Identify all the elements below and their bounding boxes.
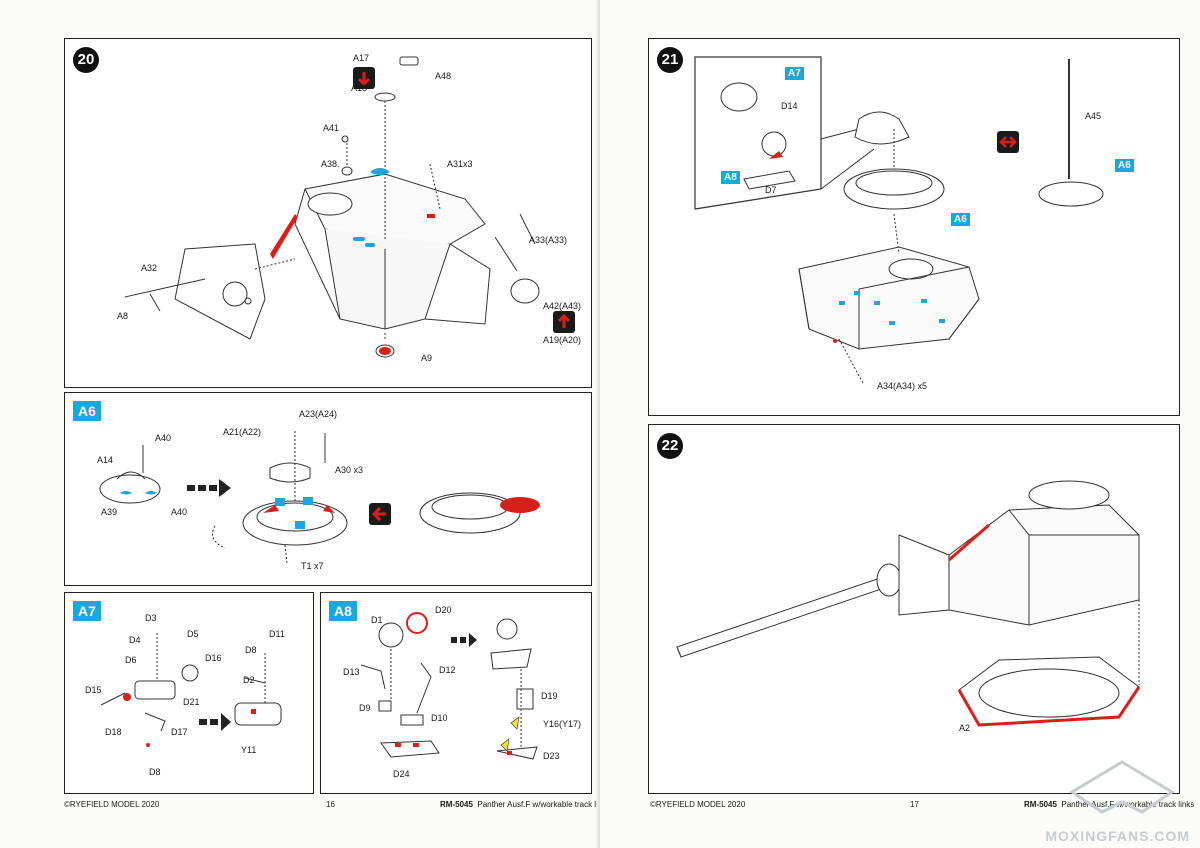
label-a8: A8 bbox=[117, 311, 129, 321]
label-d4: D4 bbox=[129, 635, 141, 645]
label-a41: A41 bbox=[323, 123, 340, 133]
label-a40-top: A40 bbox=[155, 433, 172, 443]
flip-icon bbox=[369, 503, 391, 525]
label-a45: A45 bbox=[1085, 111, 1102, 121]
label-a33: A33(A33) bbox=[529, 235, 568, 245]
label-a39: A39 bbox=[101, 507, 118, 517]
label-d12: D12 bbox=[439, 665, 456, 675]
right-page: 21 bbox=[600, 0, 1200, 848]
step-21-panel: 21 bbox=[648, 38, 1180, 416]
callout-a6-antenna: A6 bbox=[1115, 159, 1134, 172]
label-a48: A48 bbox=[435, 71, 452, 81]
label-d8-bottom: D8 bbox=[149, 767, 161, 777]
footer-copyright: ©RYEFIELD MODEL 2020 bbox=[64, 800, 160, 809]
label-d15: D15 bbox=[85, 685, 102, 695]
step-22-panel: 22 A2 bbox=[648, 424, 1180, 794]
label-d16: D16 bbox=[205, 653, 222, 663]
label-d19: D19 bbox=[541, 691, 558, 701]
label-d14: D14 bbox=[781, 101, 798, 111]
step-number: 22 bbox=[657, 433, 683, 459]
label-y16: Y16(Y17) bbox=[543, 719, 582, 729]
label-a14: A14 bbox=[97, 455, 114, 465]
label-a32: A32 bbox=[141, 263, 158, 273]
watermark-text: MOXINGFANS.COM bbox=[1045, 828, 1190, 844]
label-a34: A34(A34) x5 bbox=[877, 381, 928, 391]
footer-copyright: ©RYEFIELD MODEL 2020 bbox=[650, 800, 746, 809]
periscope-drawing bbox=[100, 633, 282, 747]
turret-assembly-drawing bbox=[124, 56, 540, 358]
label-a38: A38. bbox=[321, 159, 340, 169]
step-number: 21 bbox=[657, 47, 683, 73]
subassembly-a8-panel: A8 bbox=[320, 592, 592, 794]
footer-page-number: 17 bbox=[910, 800, 919, 809]
label-d9: D9 bbox=[359, 703, 371, 713]
label-a19: A19(A20) bbox=[543, 335, 582, 345]
left-page: 20 bbox=[0, 0, 610, 848]
label-a23: A23(A24) bbox=[299, 409, 338, 419]
label-d11: D11 bbox=[269, 629, 285, 639]
sight-mount-drawing bbox=[360, 612, 538, 760]
product-code: RM-5045 bbox=[1024, 800, 1057, 809]
product-title: Panther Ausf.F w/workable track links bbox=[477, 800, 611, 809]
label-a31: A31x3 bbox=[447, 159, 473, 169]
label-a2: A2 bbox=[959, 723, 971, 733]
subassembly-a6-panel: A6 bbox=[64, 392, 592, 586]
label-d6: D6 bbox=[125, 655, 137, 665]
label-d10: D10 bbox=[431, 713, 448, 723]
footer-page-number: 16 bbox=[326, 800, 335, 809]
footer-product-code: RM-5045 Panther Ausf.F w/workable track … bbox=[440, 800, 610, 810]
label-d1: D1 bbox=[371, 615, 383, 625]
label-t1: T1 x7 bbox=[301, 561, 324, 571]
product-code: RM-5045 bbox=[440, 800, 473, 809]
label-a18: A18 bbox=[351, 83, 368, 93]
flip-up-icon bbox=[553, 311, 575, 333]
label-d24: D24 bbox=[393, 769, 410, 779]
step-number: 20 bbox=[73, 47, 99, 73]
subassembly-tag: A8 bbox=[329, 601, 357, 621]
label-d2: D2 bbox=[243, 675, 255, 685]
label-d23: D23 bbox=[543, 751, 560, 761]
label-a21: A21(A22) bbox=[223, 427, 262, 437]
label-d7: D7 bbox=[765, 185, 777, 195]
label-y11: Y11 bbox=[241, 745, 257, 755]
label-a17: A17 bbox=[353, 53, 370, 63]
hatch-ring-drawing bbox=[99, 431, 540, 564]
label-d18: D18 bbox=[105, 727, 122, 737]
commander-cupola-drawing bbox=[694, 56, 1104, 384]
subassembly-tag: A6 bbox=[73, 401, 101, 421]
label-a9: A9 bbox=[421, 353, 433, 363]
label-d3: D3 bbox=[145, 613, 157, 623]
label-d20: D20 bbox=[435, 605, 452, 615]
callout-a6-cupola: A6 bbox=[951, 213, 970, 226]
label-a40-bottom: A40 bbox=[171, 507, 188, 517]
label-d21: D21 bbox=[183, 697, 200, 707]
label-d8-right: D8 bbox=[245, 645, 257, 655]
label-d13: D13 bbox=[343, 667, 360, 677]
label-d17: D17 bbox=[171, 727, 188, 737]
label-d5: D5 bbox=[187, 629, 199, 639]
flip-down-icon bbox=[353, 67, 375, 89]
watermark-logo-icon bbox=[1052, 752, 1192, 842]
label-a42: A42(A43) bbox=[543, 301, 582, 311]
callout-a7: A7 bbox=[785, 67, 804, 80]
subassembly-tag: A7 bbox=[73, 601, 101, 621]
label-a30: A30 x3 bbox=[335, 465, 364, 475]
step-20-panel: 20 bbox=[64, 38, 592, 388]
callout-a8: A8 bbox=[721, 171, 740, 184]
flip-icon bbox=[997, 131, 1019, 153]
subassembly-a7-panel: A7 D3 D4 D bbox=[64, 592, 314, 794]
turret-gun-drawing bbox=[676, 480, 1141, 727]
